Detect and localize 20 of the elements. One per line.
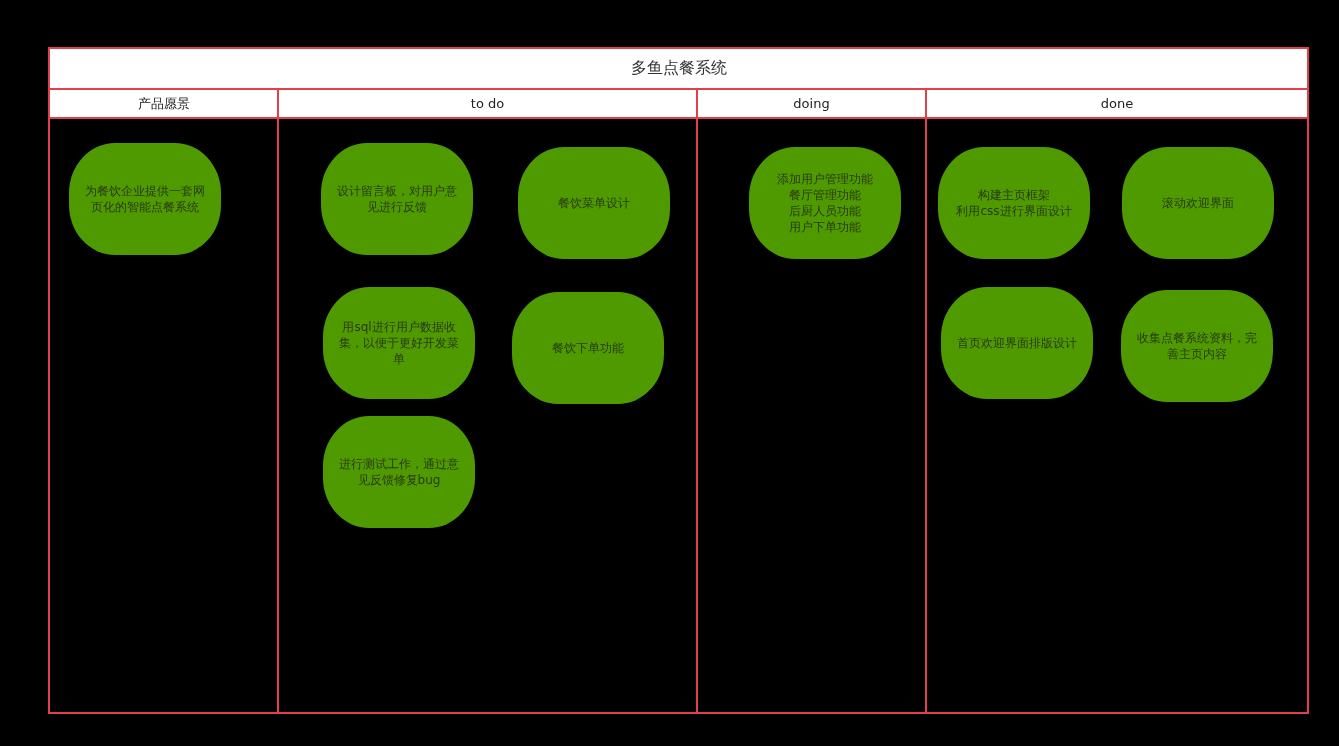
task-card: 构建主页框架 利用css进行界面设计 [938, 147, 1090, 259]
column-header: done [927, 90, 1307, 119]
task-card: 餐饮菜单设计 [518, 147, 670, 259]
kanban-board [48, 47, 1309, 714]
task-card: 为餐饮企业提供一套网页化的智能点餐系统 [69, 143, 221, 255]
task-card: 收集点餐系统资料，完善主页内容 [1121, 290, 1273, 402]
board-column [279, 88, 698, 712]
task-card: 添加用户管理功能 餐厅管理功能 后厨人员功能 用户下单功能 [749, 147, 901, 259]
board-column [50, 88, 279, 712]
column-header: 产品愿景 [50, 90, 277, 119]
task-card: 首页欢迎界面排版设计 [941, 287, 1093, 399]
task-card: 进行测试工作，通过意见反馈修复bug [323, 416, 475, 528]
task-card: 设计留言板，对用户意见进行反馈 [321, 143, 473, 255]
board-title: 多鱼点餐系统 [50, 49, 1307, 88]
task-card: 滚动欢迎界面 [1122, 147, 1274, 259]
board-column [698, 88, 927, 712]
column-header: to do [279, 90, 696, 119]
task-card: 餐饮下单功能 [512, 292, 664, 404]
column-header: doing [698, 90, 925, 119]
task-card: 用sql进行用户数据收集，以便于更好开发菜单 [323, 287, 475, 399]
